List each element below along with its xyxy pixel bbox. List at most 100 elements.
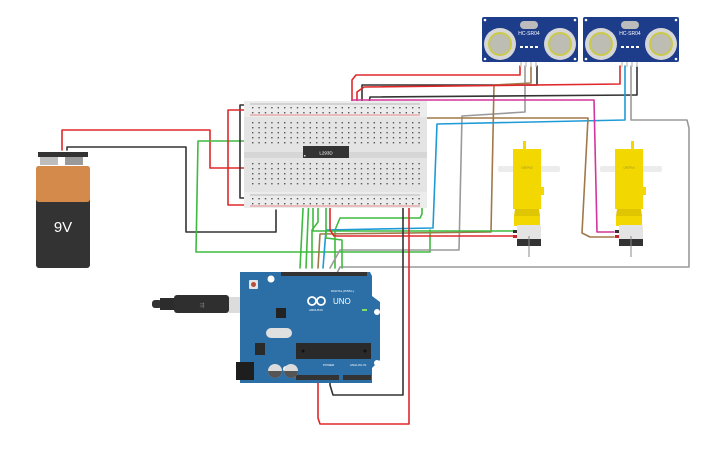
- breadboard-hole[interactable]: [277, 173, 279, 175]
- breadboard-hole[interactable]: [354, 132, 356, 134]
- breadboard-hole[interactable]: [296, 203, 299, 205]
- breadboard-hole[interactable]: [290, 107, 292, 109]
- breadboard-hole[interactable]: [284, 183, 286, 185]
- breadboard-hole[interactable]: [348, 198, 350, 200]
- breadboard-hole[interactable]: [373, 163, 375, 165]
- breadboard-hole[interactable]: [290, 163, 292, 165]
- ultrasonic-sensor-2[interactable]: HC-SR04: [583, 17, 679, 67]
- breadboard-hole[interactable]: [322, 198, 324, 200]
- breadboard-hole[interactable]: [271, 122, 273, 124]
- breadboard-hole[interactable]: [284, 122, 286, 124]
- breadboard-hole[interactable]: [380, 112, 382, 114]
- breadboard-hole[interactable]: [392, 142, 395, 144]
- breadboard-hole[interactable]: [258, 198, 260, 200]
- breadboard-hole[interactable]: [412, 107, 414, 109]
- breadboard-hole[interactable]: [412, 127, 414, 129]
- breadboard-hole[interactable]: [405, 203, 407, 205]
- breadboard-hole[interactable]: [341, 122, 343, 124]
- breadboard-hole[interactable]: [309, 127, 311, 129]
- breadboard-hole[interactable]: [252, 163, 254, 165]
- breadboard-hole[interactable]: [328, 112, 331, 114]
- breadboard-hole[interactable]: [303, 173, 305, 175]
- breadboard-hole[interactable]: [322, 168, 324, 170]
- breadboard-hole[interactable]: [399, 127, 401, 129]
- breadboard-hole[interactable]: [412, 132, 414, 134]
- breadboard[interactable]: [244, 101, 427, 208]
- breadboard-hole[interactable]: [284, 142, 286, 144]
- breadboard-hole[interactable]: [380, 122, 382, 124]
- breadboard-hole[interactable]: [412, 163, 414, 165]
- breadboard-hole[interactable]: [328, 137, 331, 139]
- breadboard-hole[interactable]: [341, 142, 343, 144]
- breadboard-hole[interactable]: [354, 183, 356, 185]
- breadboard-hole[interactable]: [386, 132, 388, 134]
- breadboard-hole[interactable]: [348, 132, 350, 134]
- breadboard-hole[interactable]: [316, 107, 318, 109]
- breadboard-hole[interactable]: [367, 107, 369, 109]
- breadboard-hole[interactable]: [309, 142, 311, 144]
- breadboard-hole[interactable]: [316, 203, 318, 205]
- breadboard-hole[interactable]: [277, 183, 279, 185]
- breadboard-hole[interactable]: [399, 112, 401, 114]
- breadboard-hole[interactable]: [271, 183, 273, 185]
- breadboard-hole[interactable]: [290, 112, 292, 114]
- breadboard-hole[interactable]: [322, 173, 324, 175]
- breadboard-hole[interactable]: [264, 137, 267, 139]
- breadboard-hole[interactable]: [290, 127, 292, 129]
- breadboard-hole[interactable]: [405, 127, 407, 129]
- breadboard-hole[interactable]: [290, 122, 292, 124]
- breadboard-hole[interactable]: [418, 127, 420, 129]
- breadboard-hole[interactable]: [380, 137, 382, 139]
- breadboard-hole[interactable]: [271, 168, 273, 170]
- breadboard-hole[interactable]: [399, 183, 401, 185]
- breadboard-hole[interactable]: [418, 173, 420, 175]
- breadboard-hole[interactable]: [252, 137, 254, 139]
- breadboard-hole[interactable]: [418, 137, 420, 139]
- breadboard-hole[interactable]: [258, 183, 260, 185]
- breadboard-hole[interactable]: [271, 178, 273, 180]
- breadboard-hole[interactable]: [367, 168, 369, 170]
- breadboard-hole[interactable]: [303, 132, 305, 134]
- breadboard-hole[interactable]: [360, 183, 363, 185]
- breadboard-hole[interactable]: [354, 112, 356, 114]
- breadboard-hole[interactable]: [341, 107, 343, 109]
- breadboard-hole[interactable]: [354, 198, 356, 200]
- wire-power-5v[interactable]: [317, 204, 410, 425]
- breadboard-hole[interactable]: [328, 127, 331, 129]
- breadboard-hole[interactable]: [405, 107, 407, 109]
- breadboard-hole[interactable]: [252, 112, 254, 114]
- breadboard-hole[interactable]: [303, 112, 305, 114]
- breadboard-hole[interactable]: [405, 122, 407, 124]
- breadboard-hole[interactable]: [322, 127, 324, 129]
- wire-sensor1-echo[interactable]: [317, 65, 532, 269]
- breadboard-hole[interactable]: [328, 122, 331, 124]
- breadboard-hole[interactable]: [341, 168, 343, 170]
- breadboard-hole[interactable]: [284, 198, 286, 200]
- breadboard-hole[interactable]: [360, 127, 363, 129]
- breadboard-hole[interactable]: [373, 137, 375, 139]
- breadboard-hole[interactable]: [309, 178, 311, 180]
- wire-battery-negative[interactable]: [66, 146, 277, 233]
- breadboard-hole[interactable]: [264, 112, 267, 114]
- breadboard-hole[interactable]: [367, 142, 369, 144]
- breadboard-hole[interactable]: [412, 203, 414, 205]
- breadboard-hole[interactable]: [258, 163, 260, 165]
- breadboard-hole[interactable]: [412, 183, 414, 185]
- breadboard-hole[interactable]: [418, 107, 420, 109]
- breadboard-hole[interactable]: [335, 198, 337, 200]
- breadboard-hole[interactable]: [335, 203, 337, 205]
- breadboard-hole[interactable]: [284, 107, 286, 109]
- breadboard-hole[interactable]: [360, 203, 363, 205]
- breadboard-hole[interactable]: [360, 137, 363, 139]
- breadboard-hole[interactable]: [328, 163, 331, 165]
- breadboard-hole[interactable]: [392, 173, 395, 175]
- breadboard-hole[interactable]: [392, 168, 395, 170]
- breadboard-hole[interactable]: [354, 178, 356, 180]
- breadboard-hole[interactable]: [328, 132, 331, 134]
- breadboard-hole[interactable]: [360, 107, 363, 109]
- wire-sensor1-trig[interactable]: [329, 65, 526, 269]
- breadboard-hole[interactable]: [264, 168, 267, 170]
- breadboard-hole[interactable]: [258, 168, 260, 170]
- breadboard-hole[interactable]: [296, 107, 299, 109]
- breadboard-hole[interactable]: [335, 112, 337, 114]
